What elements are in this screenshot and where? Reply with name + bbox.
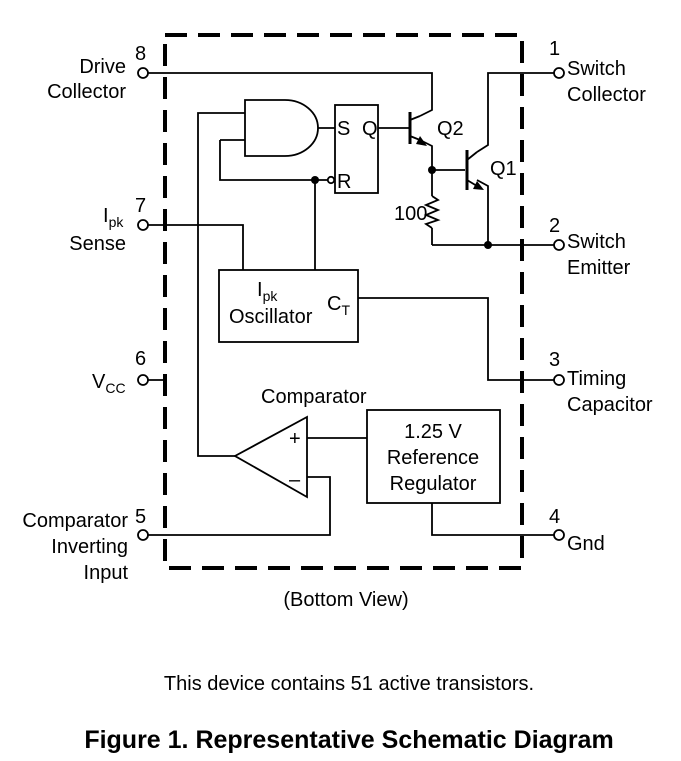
q1-emitter-arrow [473,181,484,190]
pin-4-number: 4 [549,506,560,528]
q2-emitter-arrow [416,136,427,146]
node-q1-emitter [484,241,492,249]
q1-transistor [465,150,484,190]
ref-voltage: 1.25 V [404,421,462,443]
pin-8-label-line1: Drive [79,56,126,78]
pin-6-number: 6 [135,348,146,370]
pin-7-label-line1: Ipk [103,205,124,230]
pin-6-label: VCC [92,371,126,396]
reference-regulator-block [366,409,501,504]
latch-r-bubble [326,175,336,185]
pin-5-label-line1: Comparator [22,510,128,532]
pin-terminals [137,67,565,541]
pin-2-terminal [553,239,565,251]
resistor-value-label: 100 [394,203,427,225]
and-gate [244,99,319,157]
latch-s-label: S [337,118,350,140]
caption: This device contains 51 active transisto… [164,673,534,695]
resistor-100 [423,195,441,229]
pin-5-terminal [137,529,149,541]
pin-7-number: 7 [135,195,146,217]
pin-3-label-line1: Timing [567,368,626,390]
pin-1-terminal [553,67,565,79]
pin-3-label-line2: Capacitor [567,394,653,416]
pin-2-label-line2: Emitter [567,257,631,279]
view-label: (Bottom View) [283,589,408,611]
pin-1-number: 1 [549,38,560,60]
pin-7-terminal [137,219,149,231]
comparator-minus: – [289,469,301,491]
wiring [148,72,554,536]
pin-2-label-line1: Switch [567,231,626,253]
pin-8-terminal [137,67,149,79]
comparator-title: Comparator [261,386,367,408]
pin-5-label-line3: Input [84,562,129,584]
q2-transistor [408,112,427,146]
pin-1-label-line1: Switch [567,58,626,80]
pin-7-label-line2: Sense [69,233,126,255]
pin-4-terminal [553,529,565,541]
pin-5-label-line2: Inverting [51,536,128,558]
pin-2-number: 2 [549,215,560,237]
node-q2-emitter [428,166,436,174]
comparator-triangle [233,415,308,499]
osc-ct-label: CT [327,293,350,318]
ref-line2: Reference [387,447,479,469]
q2-label: Q2 [437,118,464,140]
node-reset [311,176,319,184]
oscillator-block [218,269,359,343]
figure-title: Figure 1. Representative Schematic Diagr… [84,726,613,754]
latch-q-label: Q [362,118,378,140]
comparator-plus: + [289,428,301,450]
q1-label: Q1 [490,158,517,180]
package-outline [163,33,524,570]
pin-8-number: 8 [135,43,146,65]
pin-3-terminal [553,374,565,386]
pin-3-number: 3 [549,349,560,371]
ref-line3: Regulator [390,473,477,495]
osc-label: Oscillator [229,306,313,328]
pin-4-label: Gnd [567,533,605,555]
pin-5-number: 5 [135,506,146,528]
pin-8-label-line2: Collector [47,81,126,103]
latch-r-label: R [337,171,351,193]
pin-6-terminal [137,374,149,386]
osc-ipk-label: Ipk [257,279,278,304]
sr-latch [334,104,379,194]
pin-1-label-line2: Collector [567,84,646,106]
junction-dots [311,166,492,249]
